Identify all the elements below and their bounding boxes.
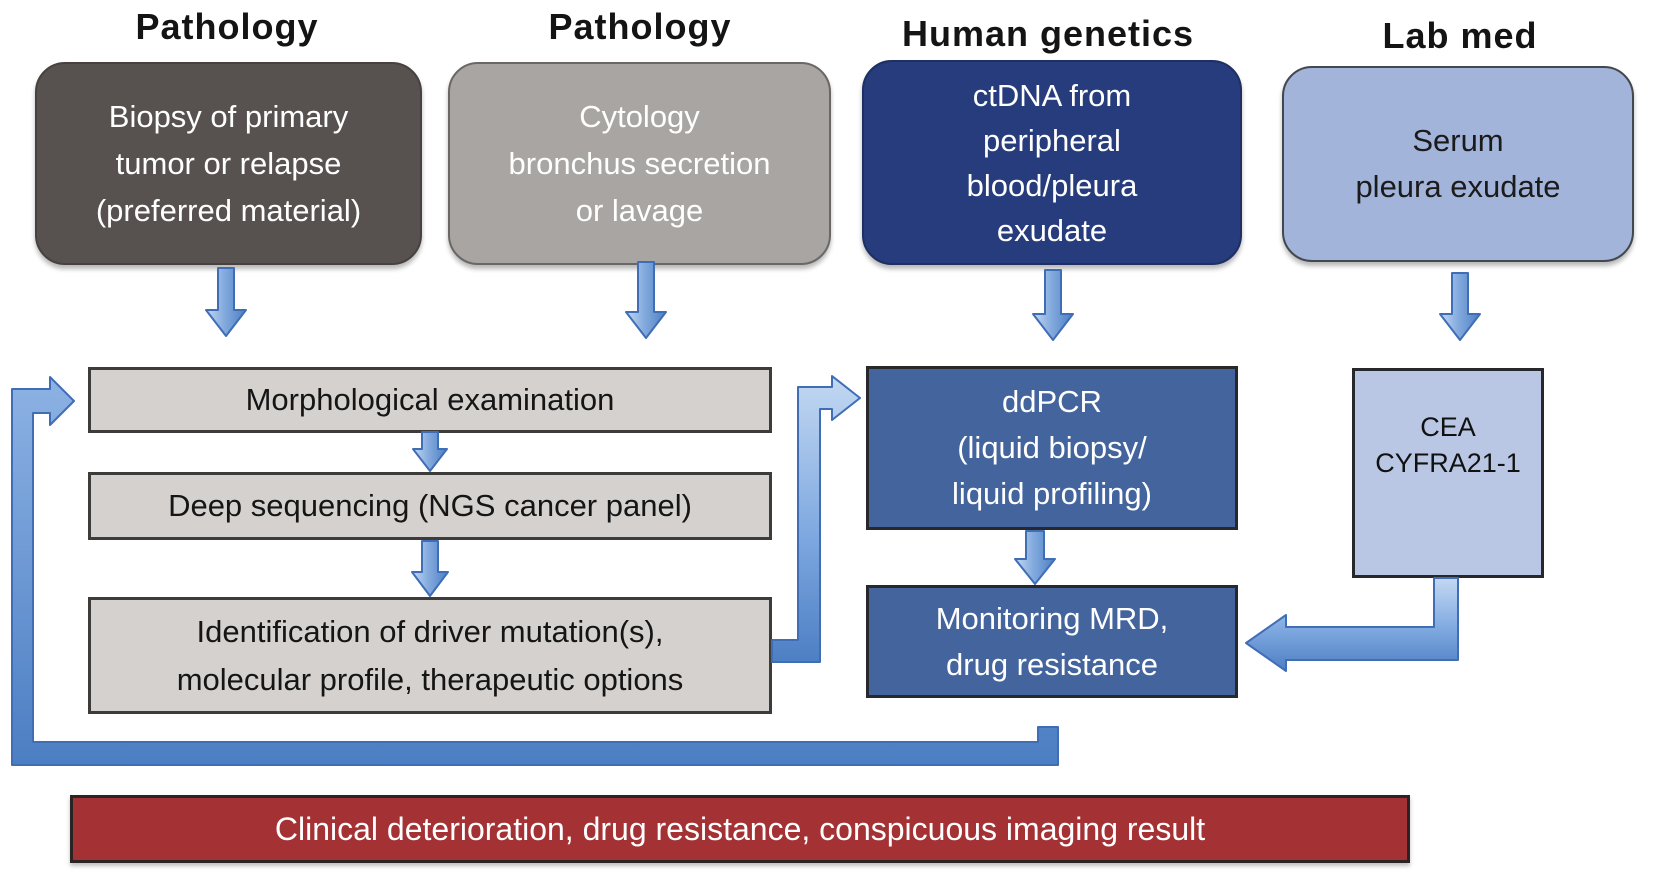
driver-mutation-identification-box: Identification of driver mutation(s), mo…	[88, 597, 772, 714]
ddpcr-box: ddPCR (liquid biopsy/ liquid profiling)	[866, 366, 1238, 530]
arrow-morphology-to-deep-sequencing	[412, 431, 448, 472]
arrow-ctdna-to-ddpcr	[1032, 269, 1074, 341]
column-header-human-genetics: Human genetics	[901, 13, 1195, 54]
serum-source-box: Serum pleura exudate	[1282, 66, 1634, 262]
arrow-cytology-to-morphology	[625, 261, 667, 339]
morphological-examination-box: Morphological examination	[88, 367, 772, 433]
arrow-serum-to-cea	[1439, 272, 1481, 341]
column-header-lab-med: Lab med	[1382, 15, 1538, 56]
column-header-pathology-2: Pathology	[548, 6, 732, 47]
cytology-source-box: Cytology bronchus secretion or lavage	[448, 62, 831, 265]
monitoring-mrd-box: Monitoring MRD, drug resistance	[866, 585, 1238, 698]
arrow-ddpcr-to-monitoring	[1014, 530, 1056, 585]
cea-cyfra-box: CEA CYFRA21-1	[1352, 368, 1544, 578]
biopsy-source-box: Biopsy of primary tumor or relapse (pref…	[35, 62, 422, 265]
deep-sequencing-box: Deep sequencing (NGS cancer panel)	[88, 472, 772, 540]
clinical-deterioration-banner: Clinical deterioration, drug resistance,…	[70, 795, 1410, 863]
arrow-biopsy-to-morphology	[205, 267, 247, 337]
arrow-cea-to-monitoring	[1245, 577, 1459, 672]
column-header-pathology-1: Pathology	[135, 6, 319, 47]
ctdna-source-box: ctDNA from peripheral blood/pleura exuda…	[862, 60, 1242, 265]
arrow-identification-to-ddpcr	[771, 375, 861, 663]
arrow-deep-sequencing-to-identification	[411, 540, 449, 597]
